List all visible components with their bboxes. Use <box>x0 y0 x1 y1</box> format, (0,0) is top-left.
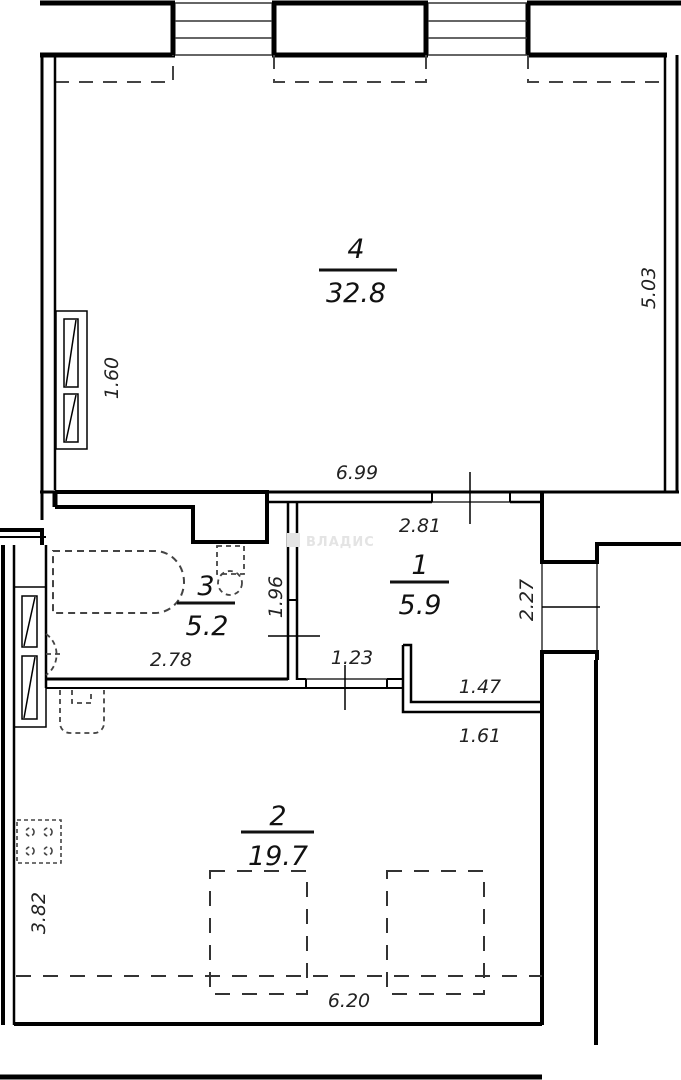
dim-room1-depth: 2.27 <box>516 579 538 621</box>
dim-room2-width: 6.20 <box>328 990 370 1012</box>
room3-walls <box>46 677 403 689</box>
room-area: 5.9 <box>399 590 442 621</box>
room-number: 2 <box>269 801 286 832</box>
toilet-room3 <box>216 545 245 596</box>
room-area: 19.7 <box>248 841 308 872</box>
room-number: 1 <box>411 550 428 581</box>
room-area: 5.2 <box>186 611 229 642</box>
room4-beam-line <box>55 55 664 83</box>
watermark-logo-icon <box>287 533 300 547</box>
room1-walls <box>401 492 681 1025</box>
room-label-2: 2 19.7 <box>241 801 314 872</box>
washer-room2 <box>59 690 105 734</box>
dim-room1-width: 2.81 <box>399 515 441 537</box>
watermark-text: ВЛАДИС <box>306 535 375 550</box>
dim-room2-depth: 3.82 <box>28 892 50 934</box>
dim-room4-width: 6.99 <box>336 462 378 484</box>
dimension-labels: 6.99 5.03 1.60 2.81 2.27 1.23 1.47 1.61 … <box>28 267 660 1012</box>
partition-walls <box>52 490 542 680</box>
dim-room1-door: 1.23 <box>331 647 373 669</box>
window-top-left <box>175 2 272 56</box>
furniture-outlines-room2 <box>16 870 542 995</box>
room-label-4: 4 32.8 <box>319 234 397 309</box>
radiator-room2 <box>13 586 47 728</box>
room-label-1: 1 5.9 <box>390 550 449 621</box>
dim-room1-nook-outer: 1.61 <box>459 725 501 747</box>
watermark: ВЛАДИС <box>287 533 375 550</box>
dim-room3-width: 2.78 <box>150 649 192 671</box>
dim-room1-nook-inner: 1.47 <box>459 676 501 698</box>
top-exterior-wall <box>40 0 681 58</box>
window-top-right <box>428 2 527 56</box>
room-area: 32.8 <box>326 278 386 309</box>
dim-room4-radiator: 1.60 <box>101 357 123 399</box>
dim-room3-depth: 1.96 <box>265 576 287 618</box>
sink-room3 <box>45 633 62 676</box>
room-number: 4 <box>347 234 364 265</box>
dim-room4-depth: 5.03 <box>638 267 660 309</box>
room4-walls <box>40 55 679 520</box>
stove <box>16 819 62 864</box>
room-number: 3 <box>197 571 214 602</box>
radiator-room4 <box>55 310 88 450</box>
room-label-3: 3 5.2 <box>177 571 235 642</box>
bathtub <box>52 550 185 614</box>
